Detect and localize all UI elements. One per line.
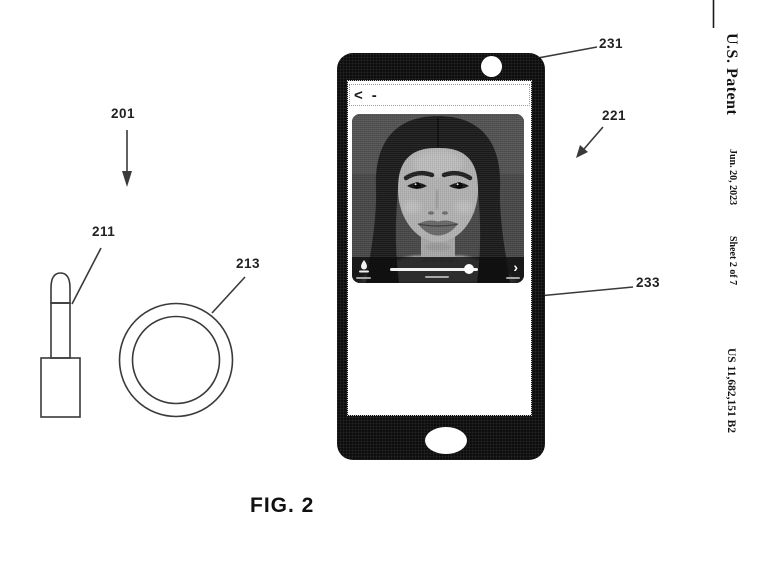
- patent-header-number: US 11,682,151 B2: [725, 348, 737, 433]
- next-chevron-icon: ›: [513, 259, 518, 275]
- ref-label-233: 233: [636, 275, 661, 290]
- lipstick-tip: [50, 272, 71, 304]
- patent-header-title: U.S. Patent: [723, 33, 740, 116]
- leader-213: [211, 276, 246, 314]
- tool-right-caption: [506, 277, 520, 279]
- tool-left-caption: [356, 277, 371, 279]
- nav-dash: -: [371, 86, 377, 104]
- intensity-slider-track: [390, 268, 478, 271]
- patent-header-sheet: Sheet 2 of 7: [727, 236, 738, 286]
- lipstick-base: [40, 357, 81, 418]
- back-chevron-icon: <: [354, 86, 363, 104]
- ring-outer-circle: [118, 302, 234, 418]
- leader-211: [71, 247, 102, 305]
- lipstick-stick: [50, 302, 71, 359]
- smartphone-device: < -: [337, 53, 545, 460]
- app-nav-bar: < -: [349, 84, 530, 106]
- ring-inner-circle: [131, 315, 221, 405]
- arrow-221-head: [576, 145, 588, 158]
- makeup-tool-icon: [359, 260, 369, 273]
- slider-caption: [425, 276, 449, 278]
- arrow-221-shaft: [583, 126, 604, 150]
- ref-label-201: 201: [111, 106, 136, 121]
- intensity-slider-thumb: [464, 264, 474, 274]
- ref-label-213: 213: [236, 256, 261, 271]
- ref-label-231: 231: [599, 36, 624, 51]
- phone-screen: < -: [347, 80, 532, 416]
- front-camera-icon: [481, 56, 502, 77]
- home-button-icon: [425, 427, 467, 454]
- patent-header-date: Jun. 20, 2023: [727, 149, 738, 206]
- face-photo: ›: [352, 114, 524, 283]
- figure-caption: FIG. 2: [250, 494, 315, 517]
- photo-toolbar: ›: [352, 257, 524, 283]
- arrow-201-head: [122, 171, 132, 187]
- leader-233: [527, 286, 634, 298]
- ref-label-221: 221: [602, 108, 627, 123]
- ref-label-211: 211: [92, 224, 116, 239]
